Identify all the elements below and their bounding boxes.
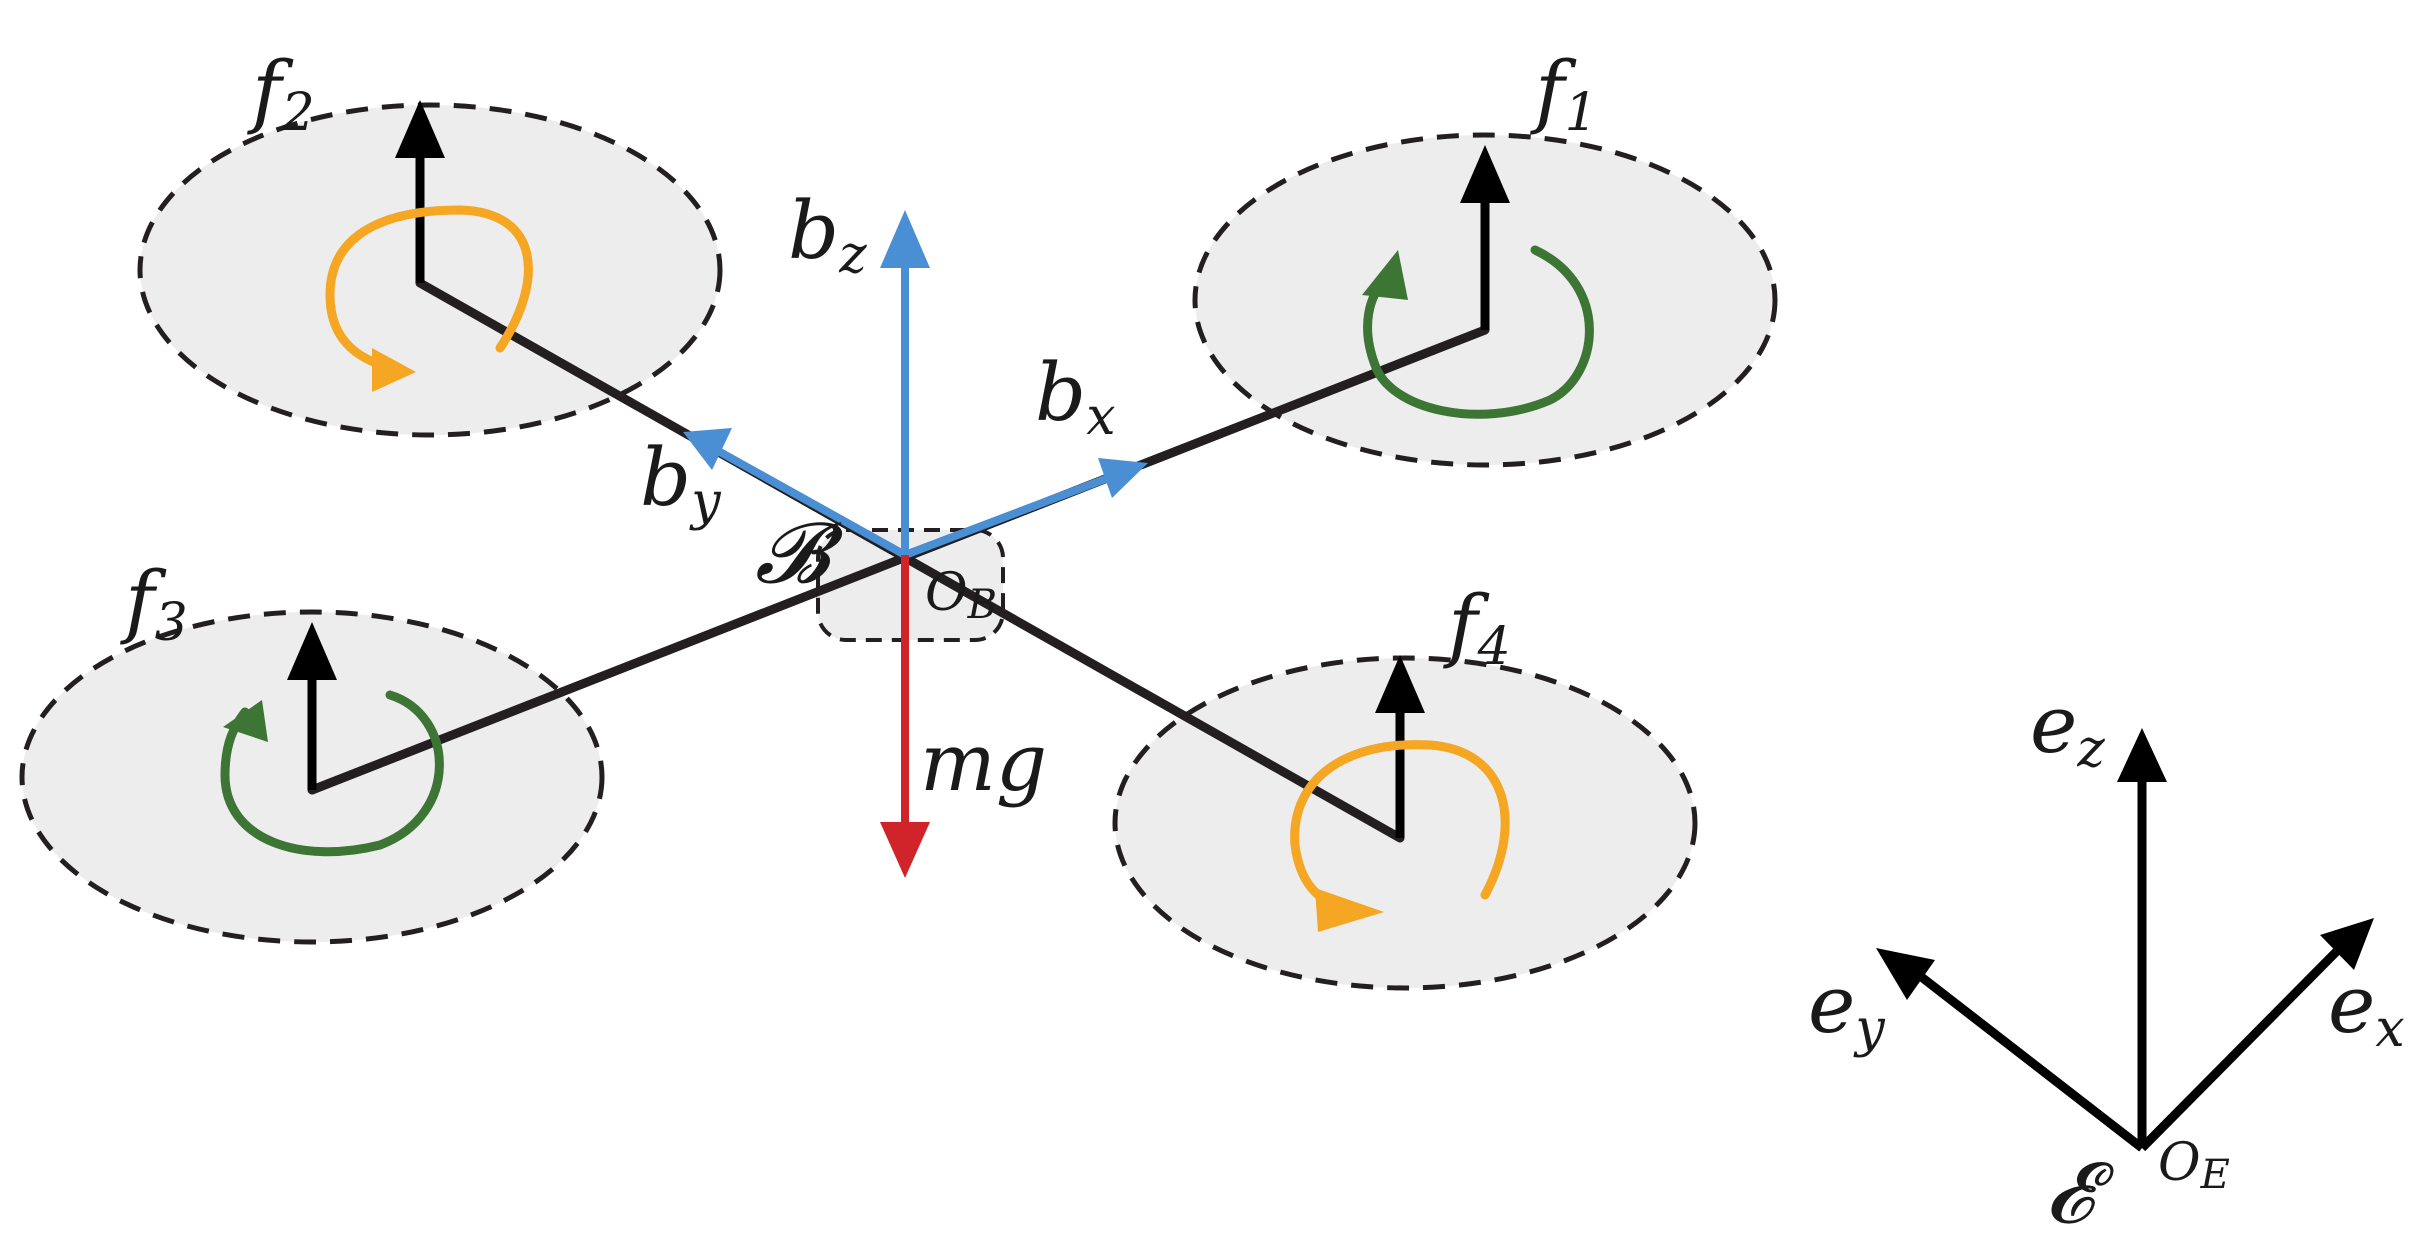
body-axes (683, 210, 1148, 878)
thrust-head-1 (1460, 145, 1510, 203)
earth-frame-label: 𝓔 (2045, 1144, 2115, 1242)
arms (307, 278, 1490, 843)
thrust-heads (287, 100, 1510, 713)
earth-axes (1876, 728, 2374, 1152)
rotor-1-label: f1 (1530, 44, 1598, 143)
earth-x-head (2320, 918, 2374, 970)
arm-2-4 (415, 278, 1405, 843)
spin-arrow-rotor-1 (1363, 245, 1594, 419)
spin-arrow-rotor-3 (220, 690, 444, 857)
gravity-label: mg (920, 716, 1047, 809)
body-z-label: bz (788, 184, 867, 285)
earth-y-axis (1912, 968, 2145, 1152)
thrust-head-3 (287, 622, 337, 680)
rotor-4-label: f4 (1443, 578, 1511, 677)
body-z-head (880, 210, 930, 268)
body-x-axis (903, 474, 1110, 559)
earth-x-label: ex (2328, 958, 2405, 1059)
thrust-head-2 (395, 100, 445, 158)
arm-3-1 (307, 325, 1490, 795)
body-x-label: bx (1035, 346, 1116, 447)
rotor-3-label: f3 (120, 554, 188, 653)
earth-y-label: ey (1808, 958, 1885, 1059)
thrust-head-4 (1375, 655, 1425, 713)
gravity-head (880, 822, 930, 878)
spin-head-rotor-3 (223, 700, 268, 742)
rotor-2-disc (137, 102, 723, 438)
rotor-4-disc (1112, 655, 1698, 991)
body-y-axis (718, 448, 907, 559)
earth-z-label: ez (2030, 678, 2105, 779)
spin-arrow-rotor-2 (325, 205, 533, 375)
spin-head-rotor-2 (372, 348, 416, 392)
spin-arrows (220, 205, 1594, 932)
earth-origin-label: OE (2158, 1133, 2230, 1198)
spin-head-rotor-1 (1362, 250, 1408, 300)
body-y-label: by (640, 431, 721, 532)
earth-x-axis (2138, 946, 2342, 1152)
body-x-head (1098, 458, 1148, 498)
spin-arrow-rotor-4 (1290, 740, 1510, 913)
spin-head-rotor-4 (1315, 888, 1384, 932)
body-y-head (683, 428, 732, 470)
earth-z-head (2117, 728, 2167, 782)
center-body-box (816, 528, 1005, 642)
body-origin-label: OB (925, 563, 997, 628)
rotor-2-label: f2 (247, 44, 315, 143)
earth-y-head (1876, 948, 1935, 1000)
